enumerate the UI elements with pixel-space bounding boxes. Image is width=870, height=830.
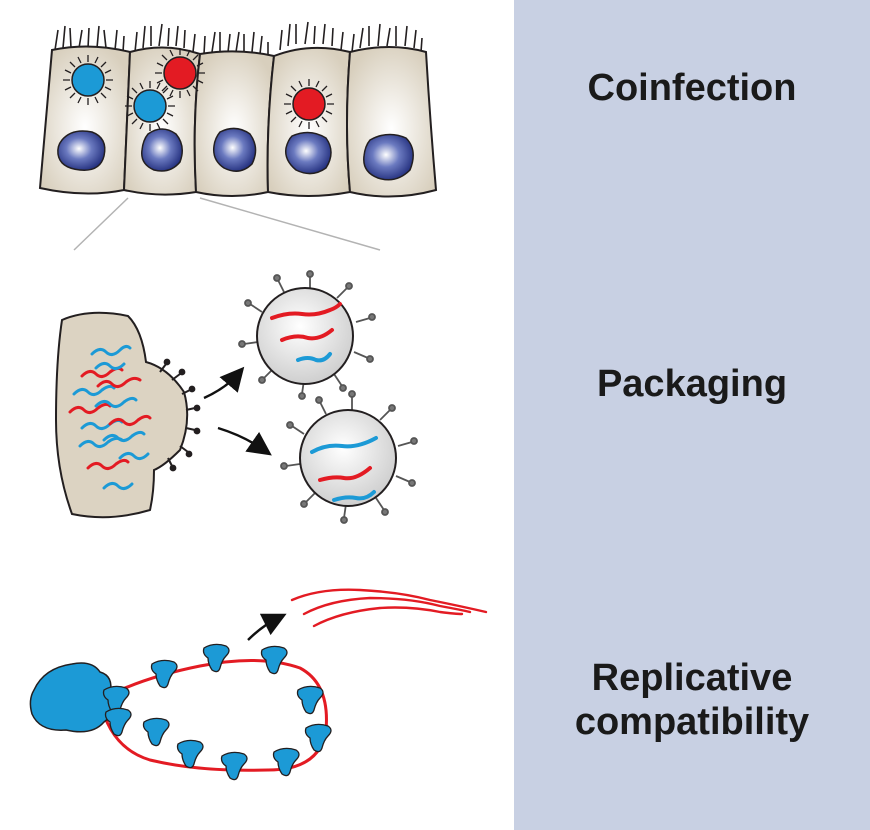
- virion-1-icon: [238, 270, 376, 400]
- nucleoprotein-icon: [272, 747, 300, 777]
- nucleoprotein-icon: [296, 685, 324, 715]
- rna-segments-in-cell: [68, 344, 152, 491]
- epithelial-cell-3-icon: [193, 50, 276, 197]
- nucleus-4-icon: [284, 131, 332, 175]
- nucleus-1-icon: [57, 130, 106, 171]
- virus-blue-2-icon: [125, 81, 175, 131]
- nascent-rna-strands: [290, 588, 488, 628]
- nucleus-2-icon: [141, 128, 183, 172]
- bud-spikes: [159, 358, 201, 472]
- nucleoprotein-icon: [176, 739, 204, 769]
- virus-red-1-icon: [155, 48, 205, 98]
- illustration: [29, 21, 488, 781]
- cilia: [54, 21, 423, 56]
- nucleus-3-icon: [212, 127, 257, 172]
- nucleoprotein-icon: [304, 723, 332, 753]
- virus-blue-1-icon: [63, 55, 113, 105]
- nucleoprotein-icon: [104, 707, 132, 737]
- nucleoprotein-icon: [142, 717, 170, 747]
- virion-2-icon: [280, 390, 418, 524]
- epithelial-cells: [38, 21, 438, 198]
- zoom-lines: [73, 197, 381, 251]
- nucleoprotein-icon: [150, 659, 178, 689]
- nucleoprotein-icon: [202, 643, 230, 673]
- arrow-icon: [247, 613, 287, 641]
- nucleus-5-icon: [363, 133, 414, 181]
- polymerase-icon: [29, 662, 114, 733]
- nucleoprotein-icon: [260, 645, 288, 675]
- step-label-packaging: Packaging: [596, 363, 788, 405]
- virus-red-2-icon: [284, 79, 334, 129]
- step-label-replicative-compatibility: Replicative compatibility: [574, 657, 810, 743]
- step-label-coinfection: Coinfection: [587, 67, 797, 109]
- arrow-icon: [203, 366, 245, 400]
- rnp-complex-icon: [29, 643, 332, 781]
- budding-cell-icon: [54, 311, 201, 519]
- nucleoprotein-icon: [220, 751, 248, 781]
- arrow-icon: [217, 426, 272, 456]
- packaging-arrows: [203, 366, 272, 456]
- side-panel: Coinfection Packaging Replicative compat…: [514, 0, 870, 830]
